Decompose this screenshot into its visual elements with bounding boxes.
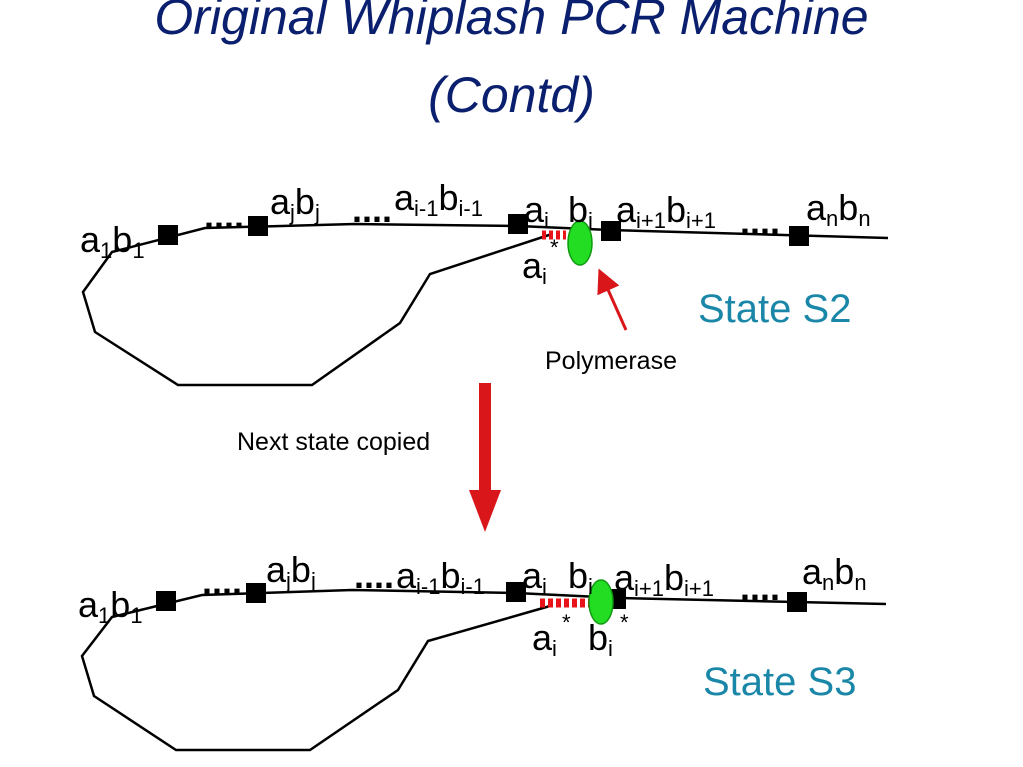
s2-ellipsis-3: .... (740, 201, 780, 242)
slide-title-line-1: Original Whiplash PCR Machine (154, 0, 869, 45)
s3-label-bi: bi (568, 555, 593, 599)
s2-label-ai+1-bi+1: ai+1bi+1 (616, 189, 716, 233)
s2-marker-i (508, 214, 528, 234)
s3-ellipsis-3: .... (740, 567, 780, 608)
transition: Next state copied (237, 383, 501, 532)
s2-label-aj-bj: ajbj (270, 181, 320, 225)
transition-arrow-head (469, 490, 501, 532)
polymerase-label: Polymerase (545, 347, 677, 375)
s2-ellipsis-1: .... (204, 195, 244, 236)
s2-star: * (550, 235, 559, 260)
s3-label-ai+1-bi+1: ai+1bi+1 (614, 557, 714, 601)
s2-label-ai: ai (524, 189, 549, 233)
s3-marker-i (506, 582, 526, 602)
slide-title-line-2: (Contd) (428, 67, 595, 123)
s3-marker-n (787, 592, 807, 612)
s3-star-b: * (620, 610, 629, 635)
s2-ellipsis-2: .... (352, 189, 392, 230)
s2-marker-j (248, 216, 268, 236)
s3-label-ai-star: ai (532, 617, 557, 661)
s2-marker-n (789, 226, 809, 246)
transition-label: Next state copied (237, 428, 430, 456)
s3-label-ai: ai (522, 555, 547, 599)
s2-marker-i-plus-1 (601, 221, 621, 241)
s2-label-an-bn: anbn (806, 187, 871, 231)
state-s2-diagram: a1b1 .... ajbj .... ai-1bi-1 ai bi ai+1b… (80, 177, 889, 387)
s2-label-ai-star: ai (522, 245, 547, 289)
transition-arrow-shaft (479, 383, 491, 496)
s2-label-a1-b1: a1b1 (80, 219, 145, 263)
s2-polymerase (567, 220, 593, 266)
s2-label-ai-1-bi-1: ai-1bi-1 (394, 177, 483, 221)
s3-ellipsis-2: .... (354, 555, 394, 596)
s2-marker-1 (158, 225, 178, 245)
s3-state-label: State S3 (703, 660, 856, 704)
s2-label-bi: bi (568, 189, 593, 233)
s3-marker-1 (156, 591, 176, 611)
s3-label-an-bn: anbn (802, 551, 867, 595)
s2-state-label: State S2 (698, 287, 851, 331)
s3-label-ai-1-bi-1: ai-1bi-1 (396, 555, 485, 599)
s3-label-a1-b1: a1b1 (78, 584, 143, 628)
s3-polymerase (588, 579, 614, 625)
s3-marker-j (246, 583, 266, 603)
state-s3-diagram: a1b1 .... ajbj .... ai-1bi-1 ai bi ai+1b… (78, 549, 887, 752)
s3-ellipsis-1: .... (202, 561, 242, 602)
s3-star-a: * (562, 610, 571, 635)
s3-label-bi-star: bi (588, 617, 613, 661)
s3-label-aj-bj: ajbj (266, 549, 316, 593)
s2-polymerase-pointer (597, 268, 628, 331)
